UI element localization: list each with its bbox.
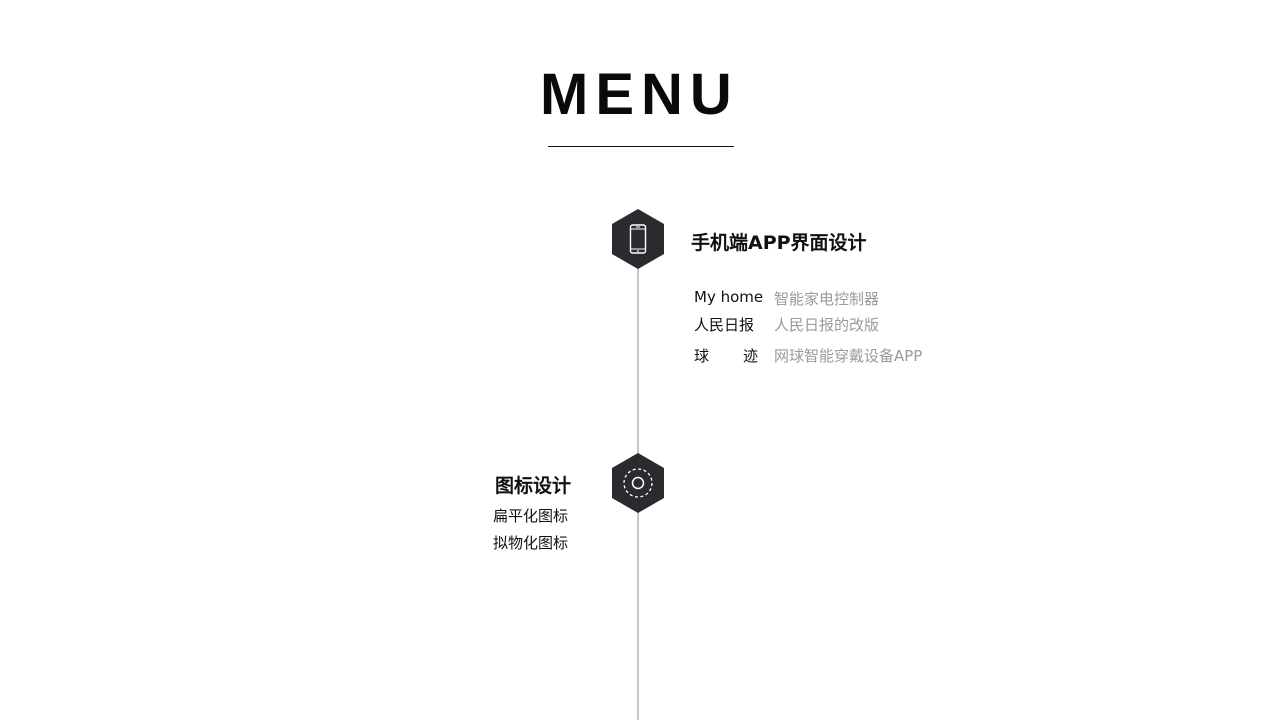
item-name: 人民日报 [694, 316, 755, 334]
item-name: My home [694, 288, 764, 306]
item-desc: 网球智能穿戴设备APP [774, 347, 923, 365]
item-name: 球 迹 [694, 345, 758, 366]
item-desc: 智能家电控制器 [774, 290, 880, 308]
item-name-part: 球 [694, 347, 710, 365]
item-desc: 人民日报的改版 [774, 316, 880, 334]
item-name-part: 迹 [742, 347, 758, 365]
section-1-hexagon [611, 208, 665, 270]
list-item: 拟物化图标 [493, 534, 569, 552]
section-2-hexagon [611, 452, 665, 514]
title-underline [548, 146, 734, 147]
smartphone-icon [629, 224, 647, 254]
list-item: 扁平化图标 [493, 507, 569, 525]
section-2-title: 图标设计 [495, 475, 572, 497]
page-title: MENU [540, 62, 739, 127]
section-1-title: 手机端APP界面设计 [691, 232, 867, 254]
target-circle-icon [623, 468, 653, 498]
